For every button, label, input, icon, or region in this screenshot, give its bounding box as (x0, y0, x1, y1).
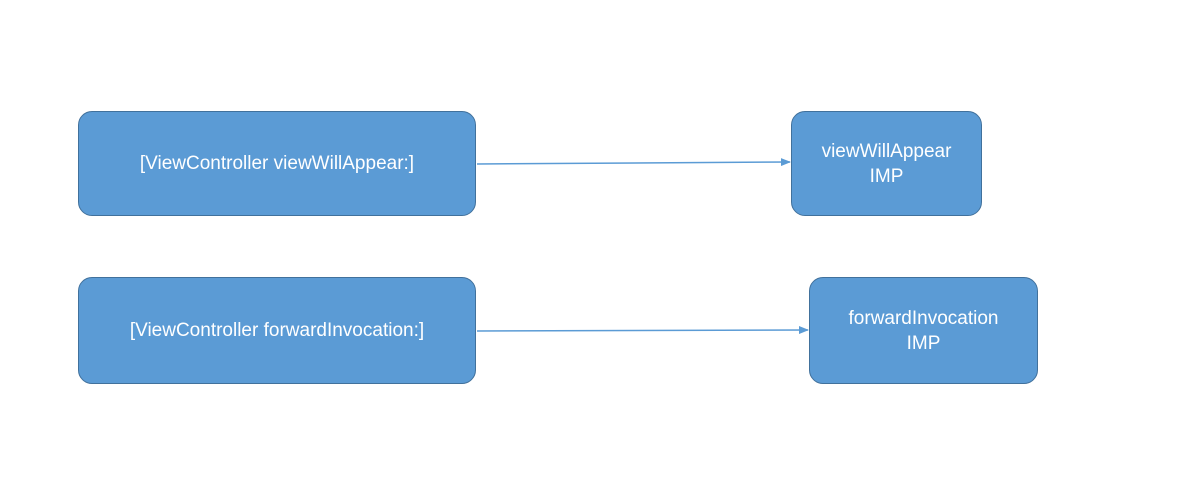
node-viewwillappear-imp: viewWillAppear IMP (791, 111, 982, 216)
arrow-forwardinvocation-to-imp (476, 326, 809, 335)
node-label: [ViewController viewWillAppear:] (139, 153, 415, 174)
node-label-line-2: IMP (869, 165, 904, 187)
node-label-line-2: IMP (906, 332, 941, 354)
node-label: [ViewController forwardInvocation:] (129, 320, 425, 341)
node-viewcontroller-forwardinvocation: [ViewController forwardInvocation:] (78, 277, 476, 384)
node-viewcontroller-viewwillappear: [ViewController viewWillAppear:] (78, 111, 476, 216)
arrow-viewwillappear-to-imp (476, 158, 791, 167)
node-label-line-1: viewWillAppear (821, 140, 952, 162)
node-forwardinvocation-imp: forwardInvocation IMP (809, 277, 1038, 384)
node-label-line-1: forwardInvocation (848, 307, 999, 329)
